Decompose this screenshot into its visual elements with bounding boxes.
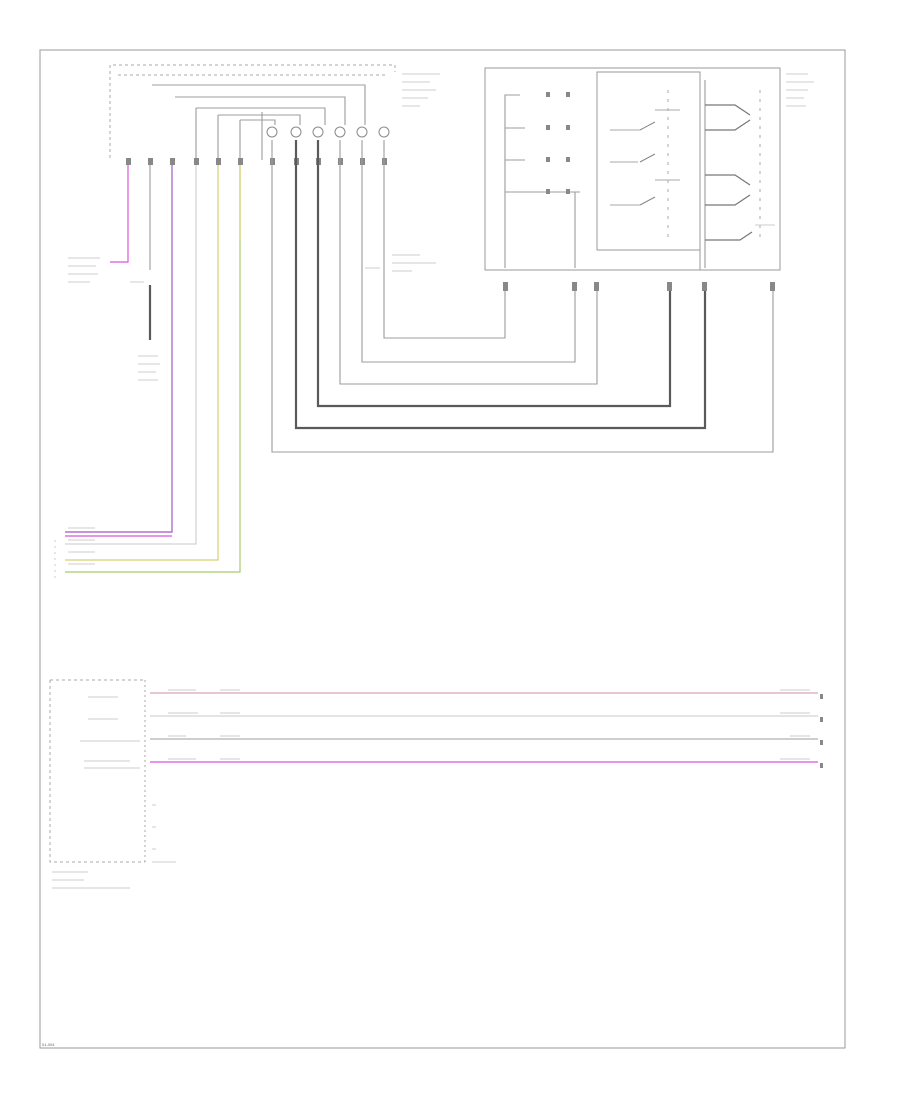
left-harness-wires	[65, 165, 241, 573]
climate-module-dashed-outline	[109, 64, 396, 158]
terminal-1	[266, 126, 278, 138]
audio-wire-labels	[168, 689, 810, 760]
loop-wires	[271, 140, 774, 453]
terminal-6	[378, 126, 390, 138]
switch-module-pins	[503, 282, 775, 291]
switch-contacts-left	[504, 92, 580, 268]
terminal-3	[312, 126, 324, 138]
audio-wire-terminals	[820, 694, 823, 768]
module-header-wires	[152, 84, 366, 160]
page-reference: 01-004	[42, 1042, 55, 1047]
switch-contacts-right	[704, 80, 775, 268]
terminal-5	[356, 126, 368, 138]
harness-end-labels	[54, 527, 95, 580]
connector-pins	[126, 158, 387, 165]
audio-wires	[150, 692, 818, 763]
left-component-labels	[68, 257, 160, 381]
terminal-4	[334, 126, 346, 138]
audio-unit-dashed-box	[49, 679, 146, 863]
switch-module	[484, 67, 781, 271]
page-frame	[39, 49, 846, 1049]
center-component-label	[365, 254, 436, 272]
switch-module-label	[786, 73, 814, 107]
terminal-2	[290, 126, 302, 138]
audio-unit-pin-labels	[52, 696, 176, 889]
climate-module-label	[402, 73, 440, 107]
module-terminals	[266, 126, 390, 138]
switch-contacts-middle	[610, 90, 680, 240]
